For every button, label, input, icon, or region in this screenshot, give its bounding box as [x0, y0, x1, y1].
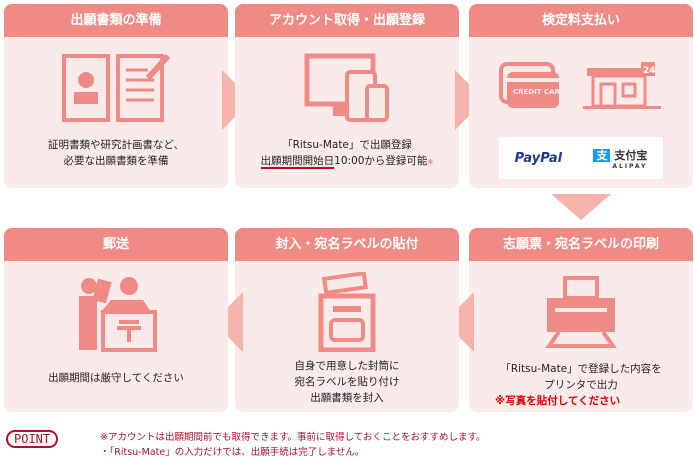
step-title: アカウント取得・出願登録: [235, 4, 459, 37]
payment-icons: CREDIT CARD 24: [469, 62, 693, 110]
step-title: 郵送: [4, 228, 228, 261]
point-notes: ※アカウントは出願期間前でも取得できます。事前に取得しておくことをおすすめします…: [100, 430, 486, 460]
point-badge: POINT: [6, 430, 59, 448]
step-enclose: 封入・宛名ラベルの貼付 自身で用意した封筒に宛名ラベルを貼り付け出願書類を封入: [235, 228, 459, 412]
svg-text:CREDIT CARD: CREDIT CARD: [513, 88, 561, 96]
step-text: 必要な出願書類を準備: [63, 155, 169, 167]
post-office-icon: [4, 276, 228, 352]
step-prepare-documents: 出願書類の準備 証明書類や研究計画書など、必要な出願書類を準備: [4, 4, 228, 188]
step-text: 自身で用意した封筒に: [294, 360, 400, 372]
printer-icon: [469, 276, 693, 348]
step-title: 志願票・宛名ラベルの印刷: [469, 228, 693, 261]
credit-card-icon: CREDIT CARD: [499, 62, 561, 108]
step-text: 「Ritsu-Mate」で出願登録: [282, 139, 412, 151]
step-text: 宛名ラベルを貼り付け: [294, 376, 400, 388]
step-text: 出願書類を封入: [310, 392, 384, 404]
step-title: 検定料支払い: [469, 4, 693, 37]
arrow-down-icon: [551, 194, 611, 220]
note-mark: ※: [427, 158, 434, 166]
convenience-store-icon: 24: [583, 62, 661, 109]
envelope-icon: [235, 272, 459, 352]
documents-icon: [4, 52, 228, 124]
step-text: 出願期間は厳守してください: [48, 372, 184, 384]
paypal-logo: PayPal: [514, 150, 563, 166]
step-text: 10:00から登録可能: [334, 155, 428, 167]
devices-icon: [235, 52, 459, 124]
step-account-registration: アカウント取得・出願登録 「Ritsu-Mate」で出願登録出願期間開始日10:…: [235, 4, 459, 188]
step-print: 志願票・宛名ラベルの印刷 「Ritsu-Mate」で登録した内容をプリンタで出力…: [469, 228, 693, 412]
photo-note: ※写真を貼付してください: [495, 395, 621, 407]
step-title: 出願書類の準備: [4, 4, 228, 37]
note-line: ※アカウントは出願期間前でも取得できます。事前に取得しておくことをおすすめします…: [100, 432, 486, 443]
step-mail: 郵送 出願期間は厳守してください: [4, 228, 228, 412]
step-text: 「Ritsu-Mate」で登録した内容を: [500, 363, 662, 375]
note-line: ・「Ritsu-Mate」の入力だけでは、出願手続は完了しません。: [100, 447, 365, 458]
step-title: 封入・宛名ラベルの貼付: [235, 228, 459, 261]
step-text: 証明書類や研究計画書など、: [48, 139, 184, 151]
step-text: プリンタで出力: [544, 379, 618, 391]
svg-text:24: 24: [643, 66, 656, 76]
underlined-text: 出願期間開始日: [260, 155, 335, 169]
